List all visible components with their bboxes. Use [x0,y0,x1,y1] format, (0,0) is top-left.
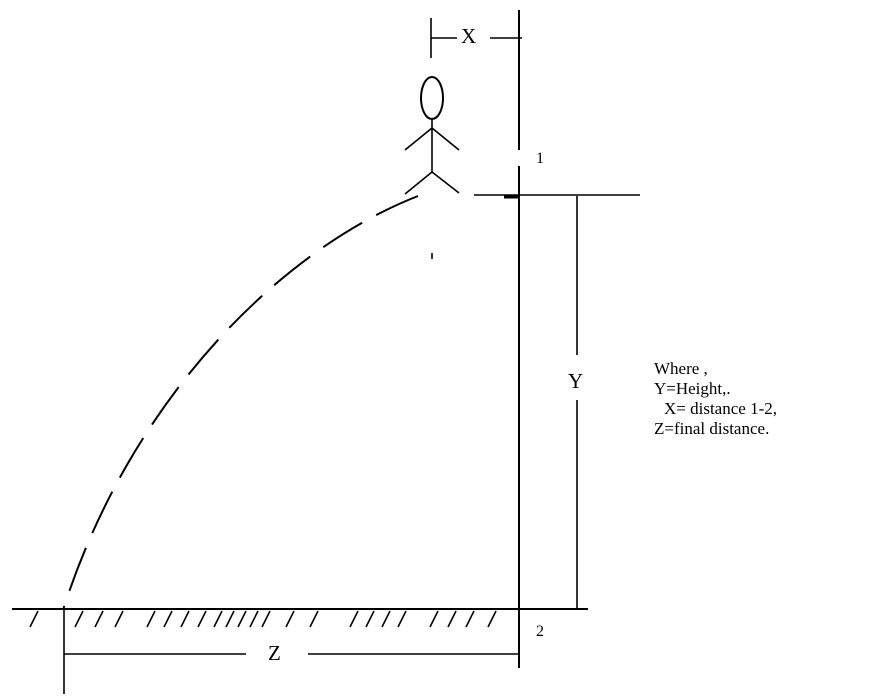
platform-level-line [474,194,640,199]
point-1-label: 1 [536,150,544,167]
stick-figure-head [420,76,444,120]
x-label: X [461,24,476,48]
y-label: Y [568,369,583,393]
x-dimension: X [430,18,522,58]
stick-figure-right-arm [431,127,460,151]
stick-figure-left-arm [404,127,433,151]
stick-figure [404,76,460,259]
point-2-label: 2 [536,623,544,640]
legend: Where , Y=Height,. X= distance 1-2, Z=fi… [654,359,777,438]
z-dimension: Z [63,609,519,694]
legend-line-where: Where , [654,359,708,378]
legend-line-x: X= distance 1-2, [664,399,777,418]
ground [12,608,588,628]
legend-line-y: Y=Height,. [654,379,731,398]
y-dimension: Y [568,196,583,609]
projectile-trajectory [62,195,419,611]
vertical-reference-line: 1 2 [518,10,544,668]
stick-figure-left-leg [404,171,433,195]
legend-line-z: Z=final distance. [654,419,769,438]
stick-figure-right-leg [431,171,460,194]
ground-hatching [29,610,497,628]
z-label: Z [268,641,281,665]
